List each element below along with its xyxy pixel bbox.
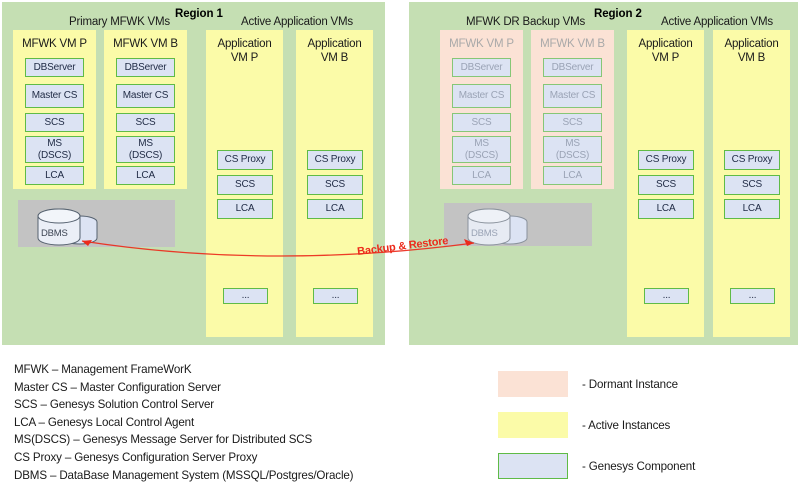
component-master-cs[interactable]: Master CS (116, 84, 175, 108)
legend-key-dormant: - Dormant Instance (498, 371, 678, 397)
legend-line: Master CS – Master Configuration Server (14, 380, 221, 394)
component-ms-dscs[interactable]: MS(DSCS) (543, 136, 602, 163)
component-lca[interactable]: LCA (638, 199, 694, 219)
component-ms-dscs[interactable]: MS(DSCS) (116, 136, 175, 163)
component-more[interactable]: ... (223, 288, 268, 304)
component-cs-proxy[interactable]: CS Proxy (724, 150, 780, 170)
vm-label: MFWK VM P (449, 38, 514, 50)
component-scs[interactable]: SCS (25, 113, 84, 132)
legend-swatch-dormant (498, 371, 568, 397)
legend-key-active: - Active Instances (498, 412, 670, 438)
component-scs[interactable]: SCS (452, 113, 511, 132)
region-2-group-title-app: Active Application VMs (661, 16, 773, 28)
component-ms-dscs[interactable]: MS(DSCS) (452, 136, 511, 163)
component-scs[interactable]: SCS (217, 175, 273, 195)
vm-label: MFWK VM B (540, 38, 605, 50)
component-cs-proxy[interactable]: CS Proxy (217, 150, 273, 170)
legend-key-label: - Dormant Instance (582, 377, 678, 391)
component-ms-dscs[interactable]: MS(DSCS) (25, 136, 84, 163)
component-scs[interactable]: SCS (307, 175, 363, 195)
component-lca[interactable]: LCA (217, 199, 273, 219)
vm-label: MFWK VM P (22, 38, 87, 50)
legend-key-component: - Genesys Component (498, 453, 695, 479)
component-more[interactable]: ... (644, 288, 689, 304)
component-cs-proxy[interactable]: CS Proxy (638, 150, 694, 170)
component-dbserver[interactable]: DBServer (543, 58, 602, 77)
legend-line: MS(DSCS) – Genesys Message Server for Di… (14, 433, 313, 447)
component-master-cs[interactable]: Master CS (543, 84, 602, 108)
component-lca[interactable]: LCA (307, 199, 363, 219)
component-more[interactable]: ... (313, 288, 358, 304)
component-lca[interactable]: LCA (116, 166, 175, 185)
database-label-region-1: DBMS (41, 228, 68, 239)
region-1-group-title-mfwk: Primary MFWK VMs (69, 16, 170, 28)
component-lca[interactable]: LCA (25, 166, 84, 185)
database-cylinder-icon (467, 208, 528, 246)
region-2-group-title-mfwk: MFWK DR Backup VMs (466, 16, 586, 28)
component-master-cs[interactable]: Master CS (25, 84, 84, 108)
region-2-title: Region 2 (594, 8, 642, 20)
component-dbserver[interactable]: DBServer (116, 58, 175, 77)
database-label-region-2: DBMS (471, 228, 498, 239)
legend-key-label: - Genesys Component (582, 459, 696, 473)
component-scs[interactable]: SCS (116, 113, 175, 132)
component-dbserver[interactable]: DBServer (452, 58, 511, 77)
legend-swatch-active (498, 412, 568, 438)
component-cs-proxy[interactable]: CS Proxy (307, 150, 363, 170)
component-master-cs[interactable]: Master CS (452, 84, 511, 108)
legend-line: MFWK – Management FrameWorK (14, 363, 192, 376)
component-scs[interactable]: SCS (724, 175, 780, 195)
region-1-group-title-app: Active Application VMs (241, 16, 353, 28)
legend-line: CS Proxy – Genesys Configuration Server … (14, 450, 258, 464)
region-1-title: Region 1 (175, 8, 223, 20)
component-scs[interactable]: SCS (543, 113, 602, 132)
legend-abbreviations: MFWK – Management FrameWorK Master CS – … (14, 361, 474, 484)
component-scs[interactable]: SCS (638, 175, 694, 195)
legend-line: SCS – Genesys Solution Control Server (14, 398, 215, 412)
component-lca[interactable]: LCA (724, 199, 780, 219)
component-dbserver[interactable]: DBServer (25, 58, 84, 77)
legend-key-label: - Active Instances (582, 418, 671, 432)
database-cylinder-icon (37, 208, 98, 246)
legend-line: LCA – Genesys Local Control Agent (14, 415, 195, 429)
vm-label: MFWK VM B (113, 38, 178, 50)
component-lca[interactable]: LCA (543, 166, 602, 185)
legend-line: DBMS – DataBase Management System (MSSQL… (14, 468, 354, 482)
legend-swatch-component (498, 453, 568, 479)
component-more[interactable]: ... (730, 288, 775, 304)
component-lca[interactable]: LCA (452, 166, 511, 185)
